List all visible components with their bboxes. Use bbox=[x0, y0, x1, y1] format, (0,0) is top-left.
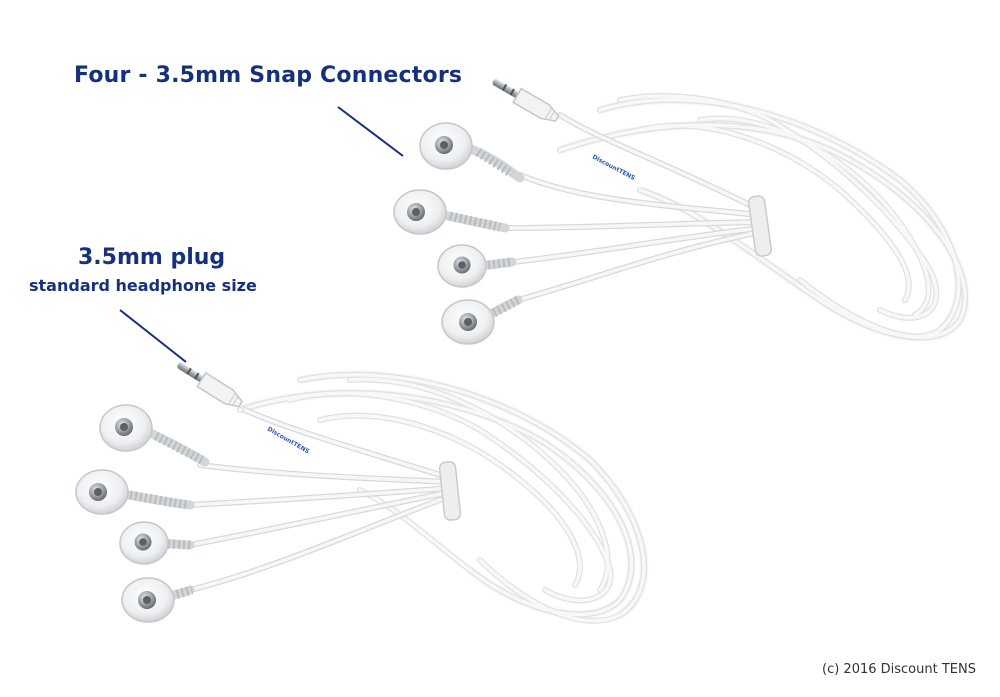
lower-snap-connector-1 bbox=[99, 404, 210, 467]
snap-leader-line bbox=[337, 106, 404, 157]
lower-snap-connector-3 bbox=[119, 521, 195, 565]
upper-snap-connector-3 bbox=[437, 244, 517, 288]
upper-cable-tie bbox=[747, 195, 773, 257]
upper-snap-connector-1 bbox=[419, 122, 525, 183]
snap-connectors-caption: Four - 3.5mm Snap Connectors bbox=[74, 63, 463, 88]
plug-caption-title: 3.5mm plug bbox=[78, 245, 226, 270]
lower-snap-connector-4 bbox=[121, 577, 195, 623]
upper-cable-set: DiscountTENS bbox=[393, 79, 968, 345]
upper-brand-label: DiscountTENS bbox=[591, 154, 636, 182]
lower-cable-tie bbox=[438, 461, 462, 521]
plug-caption-subtitle: standard headphone size bbox=[29, 276, 257, 295]
lower-snap-connector-2 bbox=[75, 469, 195, 515]
plug-leader-line bbox=[119, 309, 187, 363]
upper-snap-connector-2 bbox=[393, 189, 510, 235]
lower-cable-set: DiscountTENS bbox=[75, 362, 647, 624]
upper-plug bbox=[492, 79, 560, 122]
copyright-notice: (c) 2016 Discount TENS bbox=[822, 662, 976, 677]
lower-plug bbox=[177, 362, 244, 408]
upper-snap-connector-4 bbox=[441, 295, 523, 345]
